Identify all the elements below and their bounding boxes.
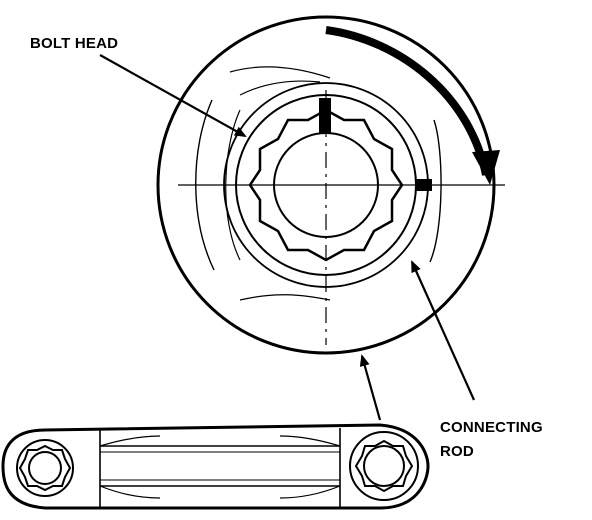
connecting-rod-side-view [1, 423, 430, 510]
leader-lines [99, 54, 476, 421]
contour-arc-top [229, 66, 331, 79]
alignment-mark-right [416, 179, 432, 191]
bolt-head-leader [99, 54, 247, 137]
connecting-rod-leader-upper [410, 260, 476, 401]
rod-big-end [349, 431, 419, 501]
contour-arc-inner-top [239, 80, 321, 96]
connecting-rod-leader-lower [359, 354, 382, 421]
contour-arc-bottom [239, 294, 331, 301]
rod-outline [1, 423, 430, 510]
rod-small-end [16, 439, 74, 497]
bolt-head-label: BOLT HEAD [30, 35, 118, 52]
enlarged-view [156, 15, 505, 355]
connecting-rod-label-line2: ROD [440, 443, 474, 460]
connecting-rod-label-line1: CONNECTING [440, 419, 543, 436]
rotation-arrow [325, 26, 500, 185]
alignment-mark-top [319, 98, 331, 134]
contour-arc-right [429, 119, 442, 263]
